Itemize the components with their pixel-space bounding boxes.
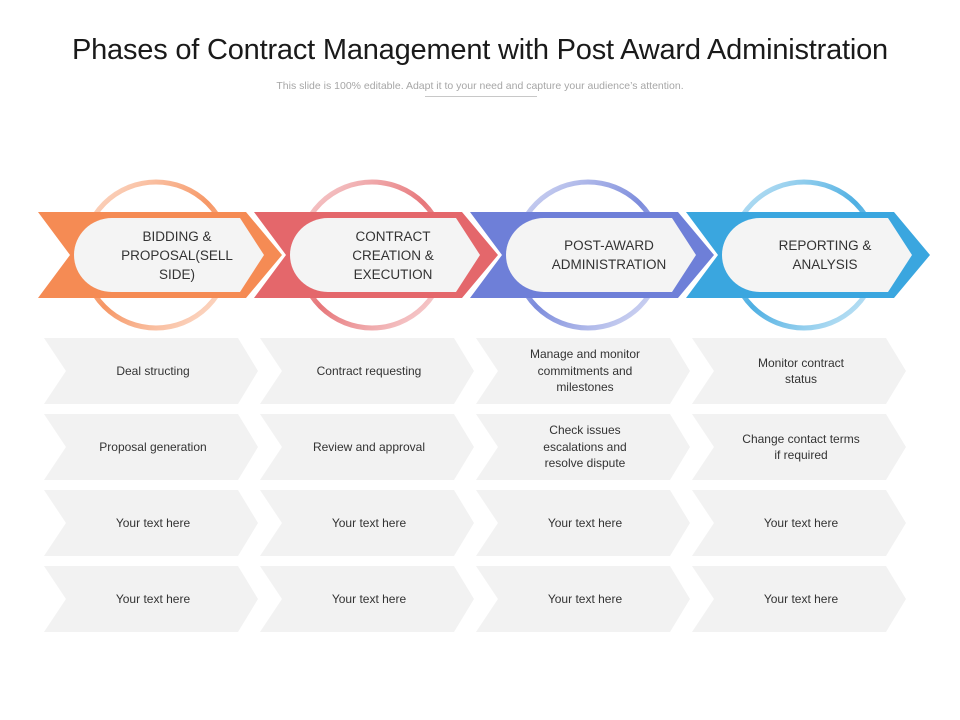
phase-inner-panel — [74, 218, 264, 292]
phase-inner-panel — [506, 218, 696, 292]
cell-r3-c4 — [692, 490, 906, 556]
cell-label-r1-c2: Contract requesting — [316, 363, 422, 378]
cell-label-r3-c1: Your text here — [115, 515, 191, 530]
cell-r2-c3 — [476, 414, 690, 480]
cell-r2-c2 — [260, 414, 474, 480]
cell-label-r2-c1: Proposal generation — [99, 439, 207, 454]
phase-3 — [470, 179, 714, 331]
page-title: Phases of Contract Management with Post … — [71, 34, 888, 66]
cell-r2-c4 — [692, 414, 906, 480]
cell-label-r3-c4: Your text here — [763, 515, 839, 530]
phase-1 — [38, 179, 282, 331]
cell-r4-c3 — [476, 566, 690, 632]
cell-label-r2-c2: Review and approval — [312, 439, 426, 454]
phase-label-2: CONTRACT CREATION & EXECUTION — [352, 228, 434, 282]
cell-r2-c1 — [44, 414, 258, 480]
phase-inner-panel — [722, 218, 912, 292]
cell-label-r1-c1: Deal structing — [116, 363, 190, 378]
phase-label-4: REPORTING & ANALYSIS — [778, 238, 872, 272]
phase-inner-panel — [290, 218, 480, 292]
subtitle-underline — [425, 96, 537, 97]
cell-label-r2-c4: Change contact terms if required — [742, 431, 860, 463]
cell-label-r4-c1: Your text here — [115, 591, 191, 606]
cell-label-r4-c4: Your text here — [763, 591, 839, 606]
cell-r1-c1 — [44, 338, 258, 404]
cell-r3-c1 — [44, 490, 258, 556]
cell-r4-c2 — [260, 566, 474, 632]
phase-label-1: BIDDING & PROPOSAL(SELL SIDE) — [121, 228, 233, 282]
cell-r1-c2 — [260, 338, 474, 404]
phase-4 — [686, 179, 930, 331]
page-subtitle: This slide is 100% editable. Adapt it to… — [276, 80, 684, 92]
cell-label-r3-c3: Your text here — [547, 515, 623, 530]
cell-r4-c1 — [44, 566, 258, 632]
phase-label-3: POST-AWARD ADMINISTRATION — [551, 238, 667, 272]
cell-r3-c3 — [476, 490, 690, 556]
cell-label-r4-c2: Your text here — [331, 591, 407, 606]
phase-2 — [254, 179, 498, 331]
cell-r1-c4 — [692, 338, 906, 404]
cell-r4-c4 — [692, 566, 906, 632]
cell-label-r1-c3: Manage and monitor commitments and miles… — [529, 347, 641, 395]
cell-r3-c2 — [260, 490, 474, 556]
cell-label-r2-c3: Check issues escalations and resolve dis… — [543, 423, 627, 471]
cell-label-r4-c3: Your text here — [547, 591, 623, 606]
cell-label-r1-c4: Monitor contract status — [757, 355, 845, 387]
cell-r1-c3 — [476, 338, 690, 404]
cell-label-r3-c2: Your text here — [331, 515, 407, 530]
